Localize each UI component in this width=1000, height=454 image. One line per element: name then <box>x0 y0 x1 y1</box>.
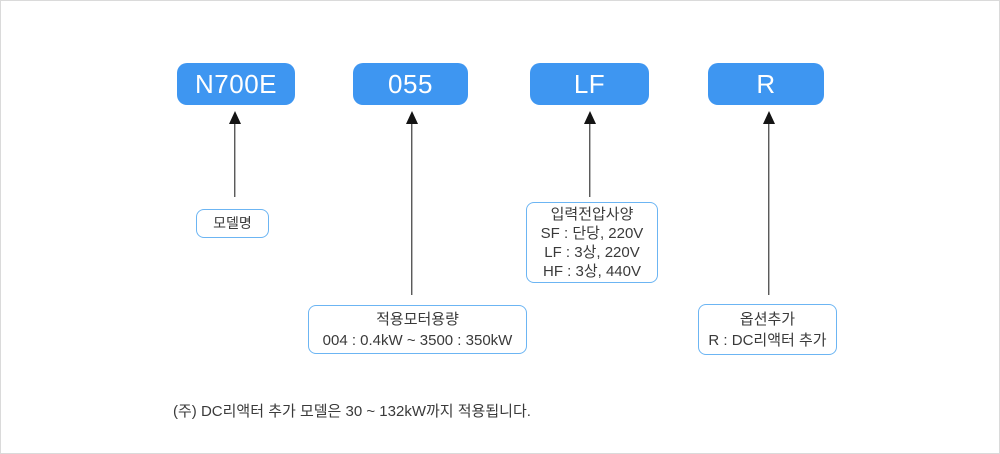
arrow-line <box>234 120 236 197</box>
up-arrow-input-voltage-icon <box>583 111 597 197</box>
label-title: 옵션추가 <box>739 310 796 328</box>
up-arrow-option-icon <box>762 111 776 295</box>
label-title: 입력전압사양 <box>550 205 634 223</box>
up-arrow-model-name-icon <box>228 111 242 197</box>
label-line: SF : 단당, 220V <box>540 224 644 242</box>
arrowhead-icon <box>763 111 775 124</box>
code-box-motor-capacity: 055 <box>353 63 468 105</box>
code-box-model-name: N700E <box>177 63 295 105</box>
label-line: HF : 3상, 440V <box>542 262 641 280</box>
arrowhead-icon <box>584 111 596 124</box>
code-box-option: R <box>708 63 824 105</box>
label-line: LF : 3상, 220V <box>544 243 640 261</box>
label-line: R : DC리액터 추가 <box>708 331 827 349</box>
code-box-input-voltage: LF <box>530 63 649 105</box>
label-box-model-name: 모델명 <box>196 209 269 238</box>
label-title: 모델명 <box>213 215 252 231</box>
label-box-option: 옵션추가 R : DC리액터 추가 <box>698 304 837 355</box>
arrow-line <box>768 120 770 295</box>
up-arrow-motor-capacity-icon <box>405 111 419 295</box>
footnote: (주) DC리액터 추가 모델은 30 ~ 132kW까지 적용됩니다. <box>173 403 531 420</box>
arrowhead-icon <box>229 111 241 124</box>
arrow-line <box>589 120 591 197</box>
label-box-motor-capacity: 적용모터용량 004 : 0.4kW ~ 3500 : 350kW <box>308 305 527 354</box>
arrowhead-icon <box>406 111 418 124</box>
label-line: 004 : 0.4kW ~ 3500 : 350kW <box>322 331 513 349</box>
label-title: 적용모터용량 <box>376 310 459 328</box>
label-box-input-voltage: 입력전압사양 SF : 단당, 220V LF : 3상, 220V HF : … <box>526 202 658 283</box>
arrow-line <box>411 120 413 295</box>
